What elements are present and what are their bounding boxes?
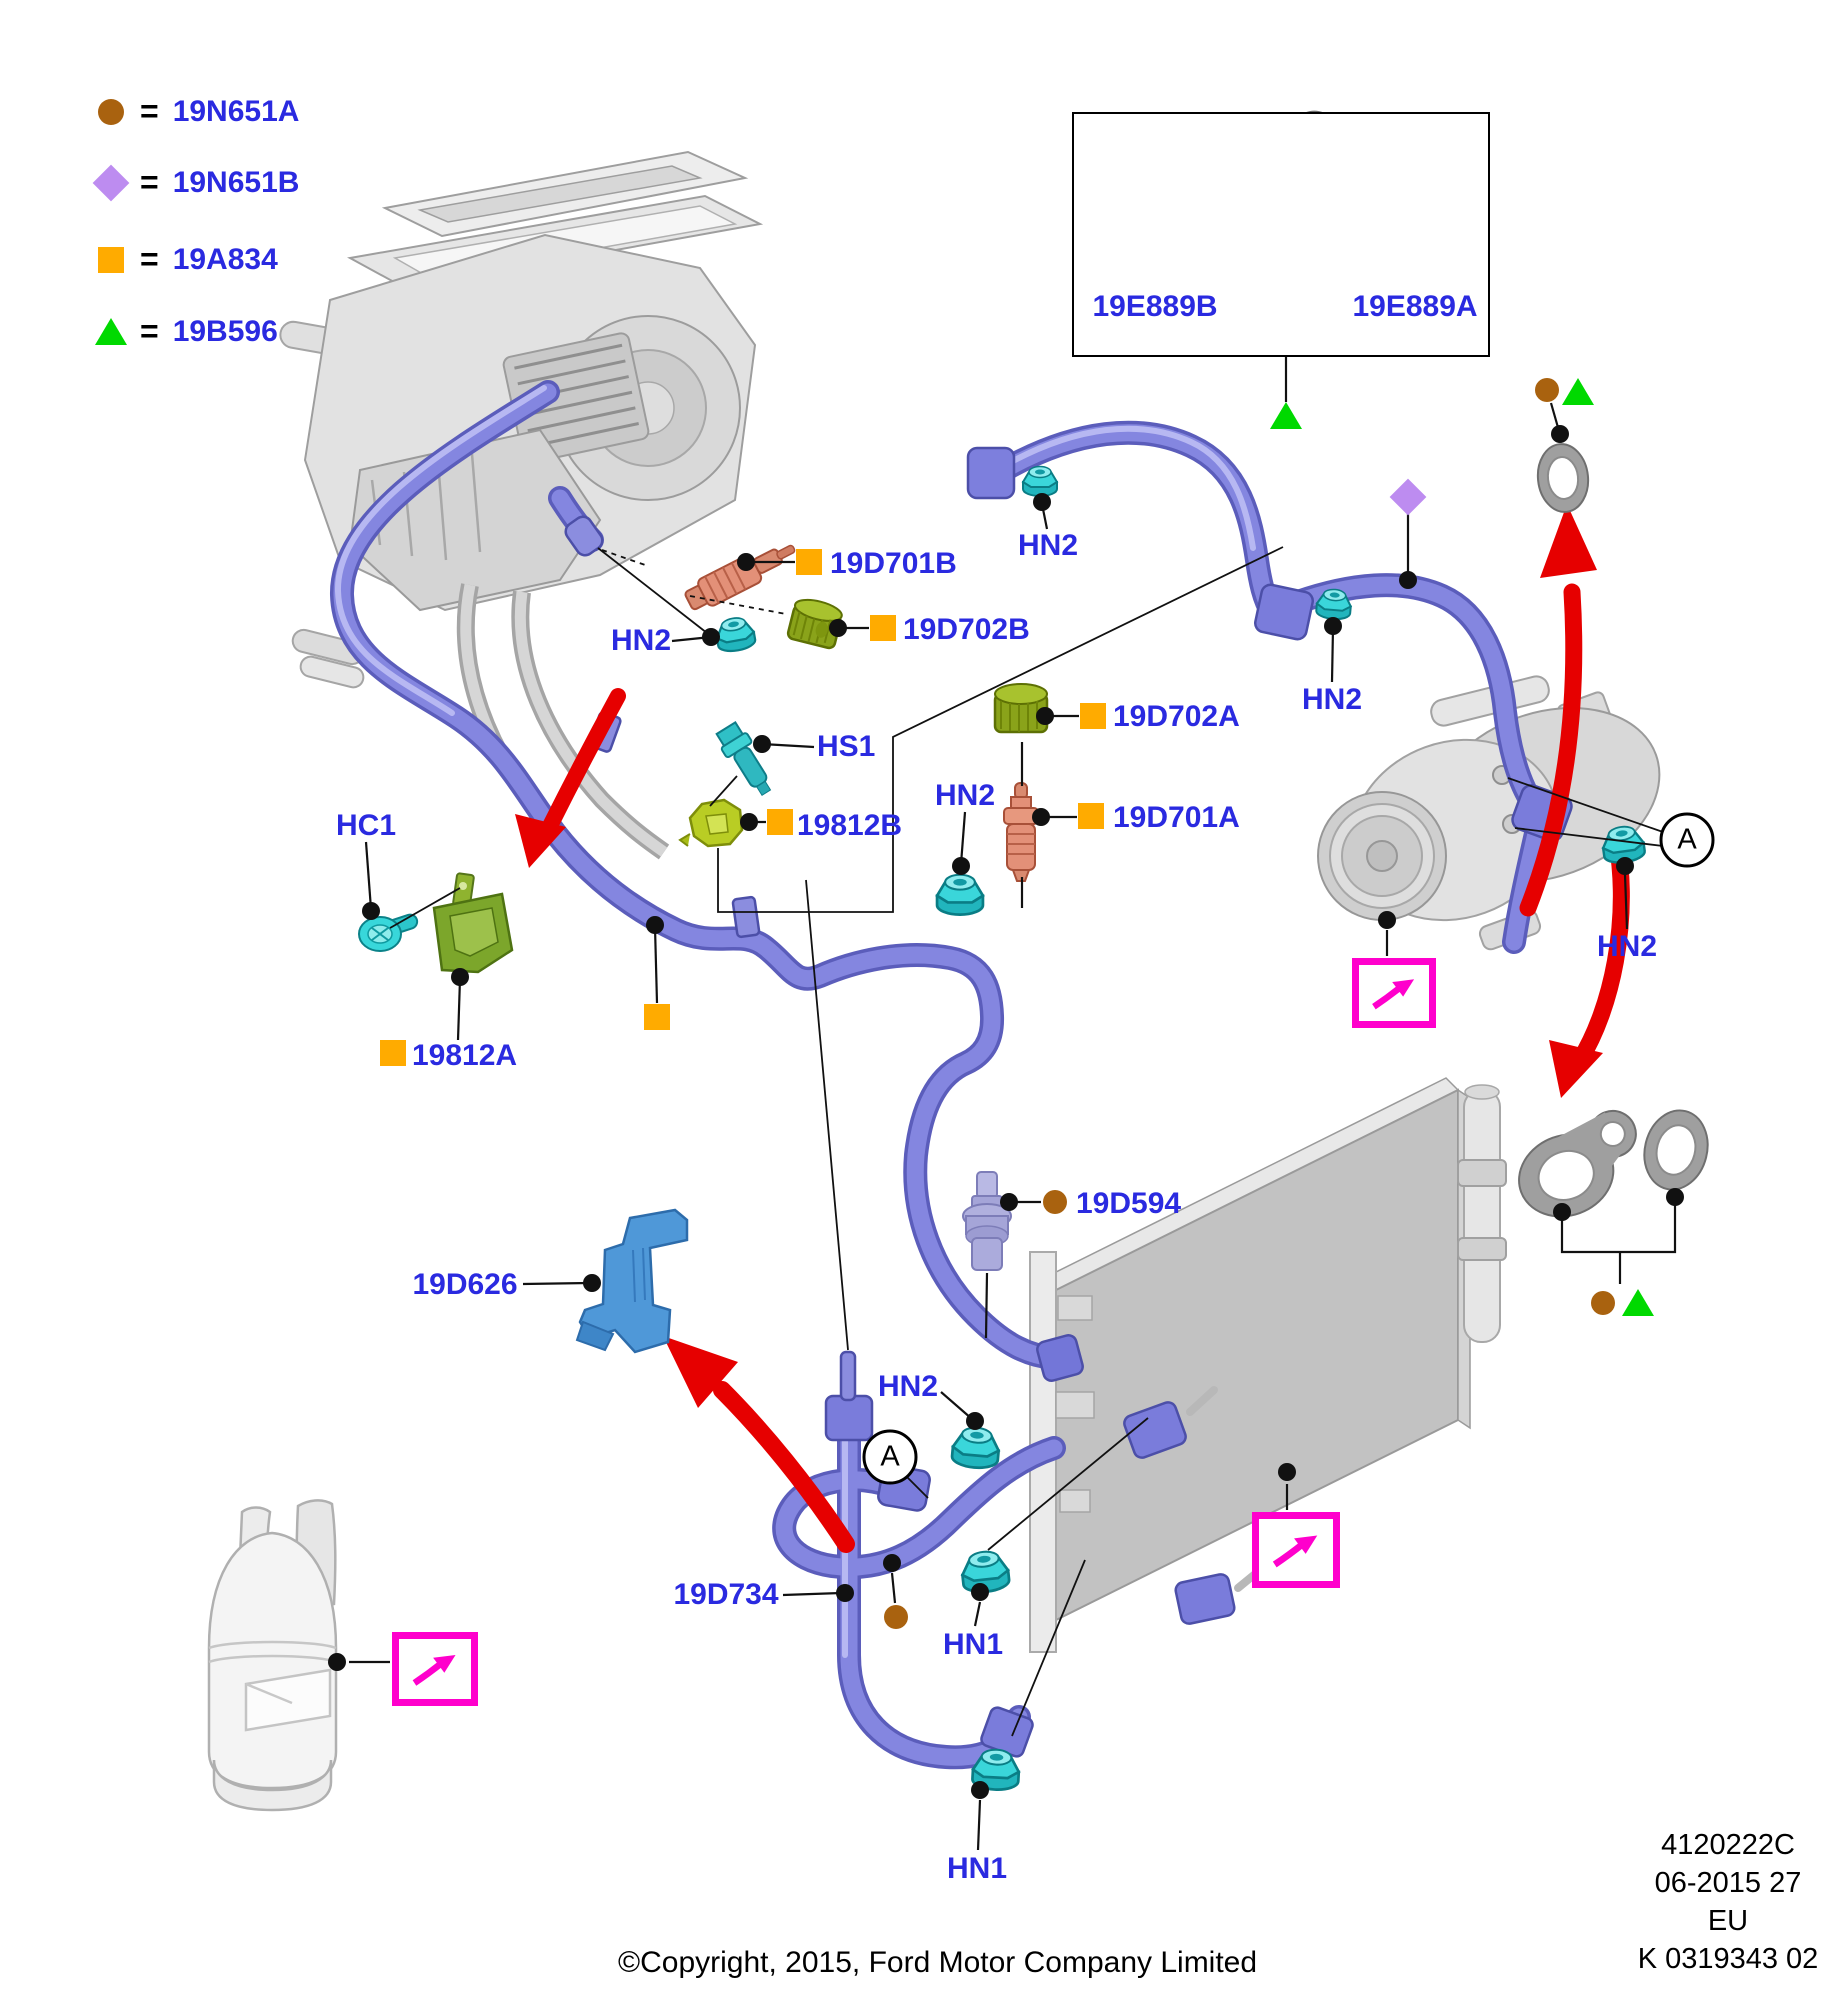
green-triangle-icon [1562, 378, 1594, 405]
part-label-19d702a[interactable]: 19D702A [1113, 700, 1240, 733]
brown-circle-icon [1535, 378, 1559, 402]
part-label-19d701b[interactable]: 19D701B [830, 547, 957, 580]
legend-code[interactable]: 19N651B [172, 165, 300, 199]
purple-diamond-icon [92, 164, 130, 201]
stamp-line: 4120222C [1661, 1829, 1795, 1861]
drawing-stamp: 4120222C 06-2015 27 EU K 0319343 02 [1608, 1826, 1836, 1978]
part-label-hn2[interactable]: HN2 [1017, 529, 1079, 562]
view-a-letter: A [880, 1440, 900, 1473]
sensor-hs1-illustration [715, 720, 772, 796]
part-label-19d626[interactable]: 19D626 [412, 1268, 518, 1301]
cap-19d702a-illustration [993, 683, 1049, 734]
orange-square-icon [380, 1040, 406, 1066]
part-label-19d734[interactable]: 19D734 [673, 1578, 779, 1611]
leader-dots [328, 223, 1684, 1799]
part-label-hn2[interactable]: HN2 [610, 624, 672, 657]
hvac-unit-illustration [279, 150, 764, 863]
green-triangle-icon [94, 315, 128, 349]
magenta-arrow-icon [412, 1655, 456, 1686]
part-label-19812a[interactable]: 19812A [412, 1039, 518, 1072]
orange-square-icon [1078, 803, 1104, 829]
part-label-19e889b[interactable]: 19E889B [1092, 290, 1218, 323]
part-label-hn1[interactable]: HN1 [942, 1628, 1004, 1661]
legend-code[interactable]: 19N651A [172, 94, 300, 128]
stamp-line: K 0319343 02 [1637, 1943, 1819, 1975]
part-label-hc1[interactable]: HC1 [335, 809, 397, 842]
refrigerant-bottle-illustration [207, 1499, 338, 1812]
switch-19d594-illustration [962, 1171, 1012, 1271]
legend-row-19a834: = 19A834 [94, 241, 278, 278]
part-label-hn2[interactable]: HN2 [934, 779, 996, 812]
orange-square-icon [767, 809, 793, 835]
view-a-letter: A [1677, 823, 1697, 856]
valve-19d701a-illustration [1003, 782, 1039, 882]
part-label-hn1[interactable]: HN1 [946, 1852, 1008, 1885]
part-label-19d702b[interactable]: 19D702B [903, 613, 1030, 646]
leader-lines [349, 231, 1677, 1851]
valve-19d701b-illustration [684, 544, 796, 611]
orange-square-icon [796, 549, 822, 575]
screw-hc1-illustration [358, 913, 419, 952]
brown-circle-icon [1591, 1291, 1615, 1315]
equals-sign: = [140, 93, 159, 129]
brown-circle-icon [1043, 1190, 1067, 1214]
orange-square-icon [94, 243, 128, 277]
orange-square-icon [1080, 703, 1106, 729]
legend-row-19n651a: = 19N651A [94, 93, 299, 130]
brown-circle-icon [884, 1605, 908, 1629]
stamp-line: 06-2015 27 [1654, 1867, 1802, 1899]
bracket-19d626-illustration [575, 1208, 689, 1354]
legend-row-19b596: = 19B596 [94, 313, 278, 350]
green-triangle-icon [1622, 1289, 1654, 1316]
legend-code[interactable]: 19B596 [172, 314, 278, 348]
view-a-marker: A [862, 1429, 918, 1485]
red-direction-arrows [515, 504, 1630, 1553]
equals-sign: = [140, 313, 159, 349]
refrigerant-hoses [329, 380, 1573, 1770]
see-other-illustration-link[interactable] [1352, 958, 1436, 1028]
part-label-hs1[interactable]: HS1 [817, 730, 876, 763]
equals-sign: = [140, 164, 159, 200]
green-triangle-icon [1270, 402, 1302, 429]
part-label-hn2[interactable]: HN2 [1301, 683, 1363, 716]
copyright-text: ©Copyright, 2015, Ford Motor Company Lim… [618, 1946, 1258, 1979]
part-label-19d701a[interactable]: 19D701A [1113, 801, 1240, 834]
clip-19812b-illustration [678, 798, 744, 848]
part-label-hn2[interactable]: HN2 [877, 1370, 939, 1403]
stamp-line: EU [1707, 1905, 1749, 1937]
brown-circle-icon [94, 95, 128, 129]
bracket-19812a-illustration [432, 872, 514, 974]
legend-code[interactable]: 19A834 [172, 242, 278, 276]
part-label-19d594[interactable]: 19D594 [1076, 1187, 1182, 1220]
part-label-19e889a[interactable]: 19E889A [1352, 290, 1478, 323]
seal-kit-inset-box [1072, 112, 1490, 357]
see-other-illustration-link[interactable] [392, 1632, 478, 1706]
see-other-illustration-link[interactable] [1252, 1512, 1340, 1588]
part-label-hn2[interactable]: HN2 [1596, 930, 1658, 963]
magenta-arrow-icon [1372, 979, 1415, 1010]
orange-square-icon [644, 1004, 670, 1030]
legend-row-19n651b: = 19N651B [92, 164, 300, 201]
orange-square-icon [870, 615, 896, 641]
view-a-marker: A [1659, 812, 1715, 868]
part-label-19812b[interactable]: 19812B [797, 809, 903, 842]
equals-sign: = [140, 241, 159, 277]
cap-19d702b-illustration [786, 598, 843, 650]
magenta-arrow-icon [1272, 1535, 1318, 1568]
